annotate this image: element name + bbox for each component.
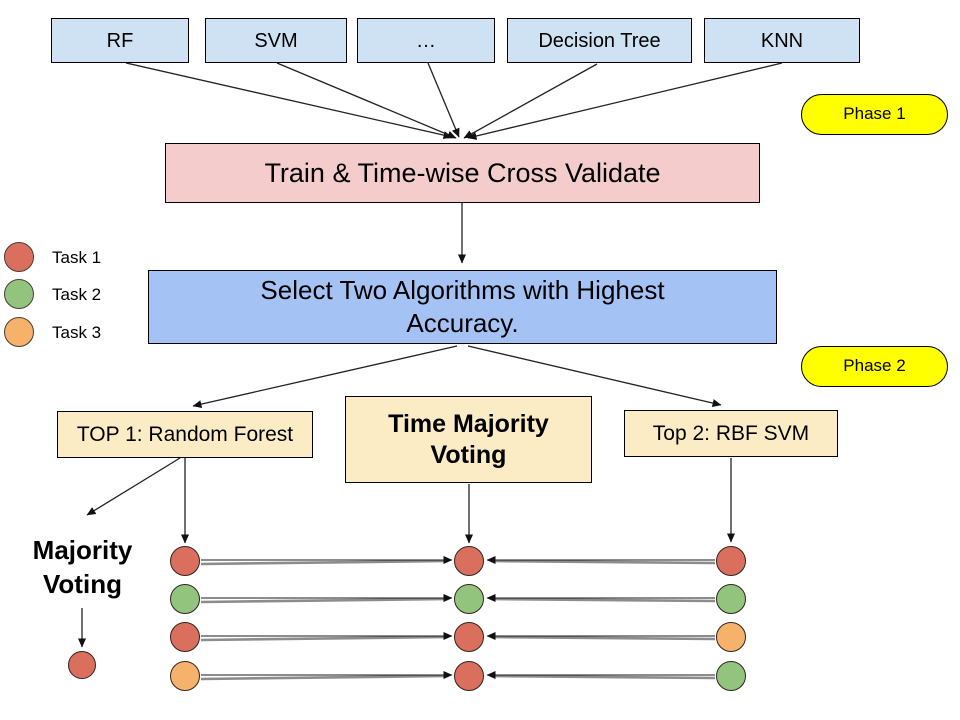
algo-box-svm: SVM [205,18,347,63]
algo-box-ellipsis: … [357,18,495,63]
middle-col-dot-4 [454,661,484,691]
legend-task3-dot [4,317,34,347]
left-col-dot-1 [170,546,200,576]
select-algorithms-line1: Select Two Algorithms with Highest [260,275,665,305]
legend-task3-label: Task 3 [52,323,102,342]
left-col-dot-4 [170,661,200,691]
algo-box-knn: KNN [704,18,860,63]
top2-rbf-svm-box: Top 2: RBF SVM [624,410,838,457]
algo-box-decision-tree: Decision Tree [507,18,692,63]
time-majority-voting-box: Time Majority Voting [345,396,592,483]
top1-random-forest-box: TOP 1: Random Forest [57,411,313,458]
phase-2-badge: Phase 2 [801,346,948,387]
left-col-dot-3 [170,622,200,652]
left-col-dot-2 [170,584,200,614]
tmv-line2: Voting [430,440,507,469]
right-col-dot-4 [716,661,746,691]
right-col-dot-1 [716,546,746,576]
middle-col-dot-1 [454,546,484,576]
majority-result-dot [68,651,96,679]
legend-task1-dot [4,242,34,272]
select-algorithms-box: Select Two Algorithms with Highest Accur… [148,270,777,344]
tmv-line1: Time Majority [388,409,549,438]
phase-1-badge: Phase 1 [801,94,948,135]
select-algorithms-line2: Accuracy. [406,308,519,338]
majority-voting-line2: Voting [43,569,122,599]
legend-task1-label: Task 1 [52,248,102,267]
legend-task2-dot [4,279,34,309]
algo-box-rf: RF [51,18,189,63]
majority-voting-line1: Majority [32,535,133,565]
train-cross-validate-box: Train & Time-wise Cross Validate [165,143,760,203]
middle-col-dot-3 [454,622,484,652]
right-col-dot-2 [716,584,746,614]
legend-task2-label: Task 2 [52,285,102,304]
middle-col-dot-2 [454,584,484,614]
majority-voting-label: Majority Voting [15,533,150,601]
right-col-dot-3 [716,622,746,652]
